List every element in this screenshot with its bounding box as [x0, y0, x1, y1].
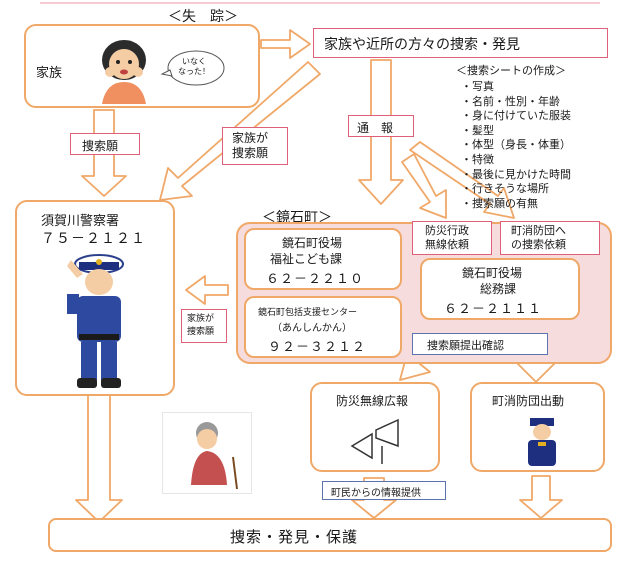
speech-line-1: いなく — [182, 57, 206, 66]
family-label: 家族 — [36, 66, 63, 81]
support-center-box: 鏡石町包括支援センター （あんしんかん） ９２－３２１２ — [244, 296, 402, 358]
report-label-box: 通 報 — [348, 115, 414, 137]
sheet-item: ・名前・性別・年齢 — [461, 94, 560, 108]
missing-box: 家族 いなく なった！ — [24, 24, 260, 108]
welfare-box: 鏡石町役場 福祉こども課 ６２－２２１０ — [244, 228, 402, 290]
arrow-to-radio-request — [401, 153, 447, 219]
family-search-box: 家族や近所の方々の捜索・発見 — [313, 28, 608, 58]
worried-woman-icon — [102, 40, 146, 104]
search-request-label-box: 捜索願 — [70, 133, 140, 155]
family-search-label: 家族や近所の方々の捜索・発見 — [324, 37, 520, 53]
result-box: 捜索・発見・保護 — [48, 518, 612, 552]
family-request-small-line-2: 捜索願 — [187, 327, 215, 337]
info-label-box: 町民からの情報提供 — [322, 481, 446, 500]
police-officer-icon — [67, 254, 124, 388]
speech-text: いなく なった！ — [178, 57, 210, 77]
speech-line-2: なった！ — [178, 67, 210, 76]
fire-request-label: 町消防団へ の捜索依頼 — [511, 224, 566, 252]
fire-request-box: 町消防団へ の捜索依頼 — [500, 221, 600, 255]
speech-bubble-icon — [160, 50, 225, 86]
arrow-fire-dispatch-to-result — [519, 475, 563, 519]
missing-title: ＜失 踪＞ — [168, 9, 238, 25]
arrow-missing-to-family-search — [260, 29, 311, 59]
sheet-item: ・特徴 — [461, 152, 494, 166]
sheet-item: ・写真 — [461, 80, 494, 93]
support-center-phone: ９２－３２１２ — [268, 340, 367, 355]
confirm-label-box: 捜索願提出確認 — [412, 333, 548, 355]
family-request-small-box: 家族が 捜索願 — [181, 309, 227, 343]
welfare-phone: ６２－２２１０ — [266, 272, 365, 287]
firefighter-icon — [528, 418, 556, 466]
fire-dispatch-box: 町消防団出動 — [470, 382, 605, 472]
broadcast-box: 防災無線広報 — [310, 382, 440, 472]
general-dept: 総務課 — [480, 282, 517, 296]
sheet-item: ・行きそうな場所 — [461, 182, 549, 196]
family-request-label-box: 家族が 捜索願 — [222, 127, 288, 165]
family-request-small-line-1: 家族が — [187, 314, 215, 324]
police-phone: ７５－２１２１ — [41, 231, 146, 247]
arrow-to-fire-request — [409, 141, 515, 219]
family-request-line-1: 家族が — [232, 131, 269, 145]
general-phone: ６２－２１１１ — [444, 302, 543, 317]
sheet-item: ・身に付けていた服装 — [461, 109, 571, 123]
sheet-title: ＜捜索シートの作成＞ — [456, 64, 566, 77]
sheet-item: ・捜索願の有無 — [461, 196, 538, 210]
general-name: 鏡石町役場 — [462, 266, 523, 280]
megaphone-icon — [350, 418, 399, 464]
welfare-dept: 福祉こども課 — [270, 252, 343, 266]
radio-request-line-1: 防災行政 — [425, 224, 469, 237]
support-center-nickname: （あんしんかん） — [272, 323, 352, 334]
sheet-item: ・体型（身長・体重） — [461, 138, 571, 152]
search-request-label: 捜索願 — [82, 139, 119, 153]
police-box: 須賀川警察署 ７５－２１２１ — [15, 200, 175, 396]
sheet-list: ・写真 ・名前・性別・年齢 ・身に付けていた服装 ・髪型 ・体型（身長・体重） … — [461, 80, 571, 211]
fire-request-line-2: の捜索依頼 — [511, 238, 566, 251]
radio-request-label: 防災行政 無線依頼 — [425, 224, 469, 252]
family-request-label: 家族が 捜索願 — [232, 131, 268, 161]
sheet-item: ・最後に見かけた時間 — [461, 167, 571, 181]
arrow-town-to-police — [185, 275, 229, 305]
radio-request-box: 防災行政 無線依頼 — [412, 221, 492, 255]
confirm-label: 捜索願提出確認 — [427, 339, 504, 352]
family-request-line-2: 捜索願 — [232, 146, 269, 160]
general-affairs-box: 鏡石町役場 総務課 ６２－２１１１ — [420, 258, 580, 320]
arrow-police-to-result — [75, 394, 123, 523]
info-label: 町民からの情報提供 — [331, 488, 421, 499]
radio-request-line-2: 無線依頼 — [425, 238, 469, 251]
elderly-box — [162, 412, 252, 494]
support-center-name: 鏡石町包括支援センター — [258, 308, 358, 318]
report-label: 通 報 — [357, 121, 394, 135]
welfare-name: 鏡石町役場 — [282, 236, 343, 250]
elderly-woman-icon — [191, 422, 238, 490]
broadcast-label: 防災無線広報 — [336, 394, 409, 408]
police-name: 須賀川警察署 — [41, 214, 120, 229]
fire-request-line-1: 町消防団へ — [511, 224, 566, 237]
fire-dispatch-label: 町消防団出動 — [492, 394, 565, 408]
sheet-item: ・髪型 — [461, 123, 494, 137]
family-request-small-label: 家族が 捜索願 — [187, 313, 214, 339]
result-label: 捜索・発見・保護 — [230, 528, 359, 546]
